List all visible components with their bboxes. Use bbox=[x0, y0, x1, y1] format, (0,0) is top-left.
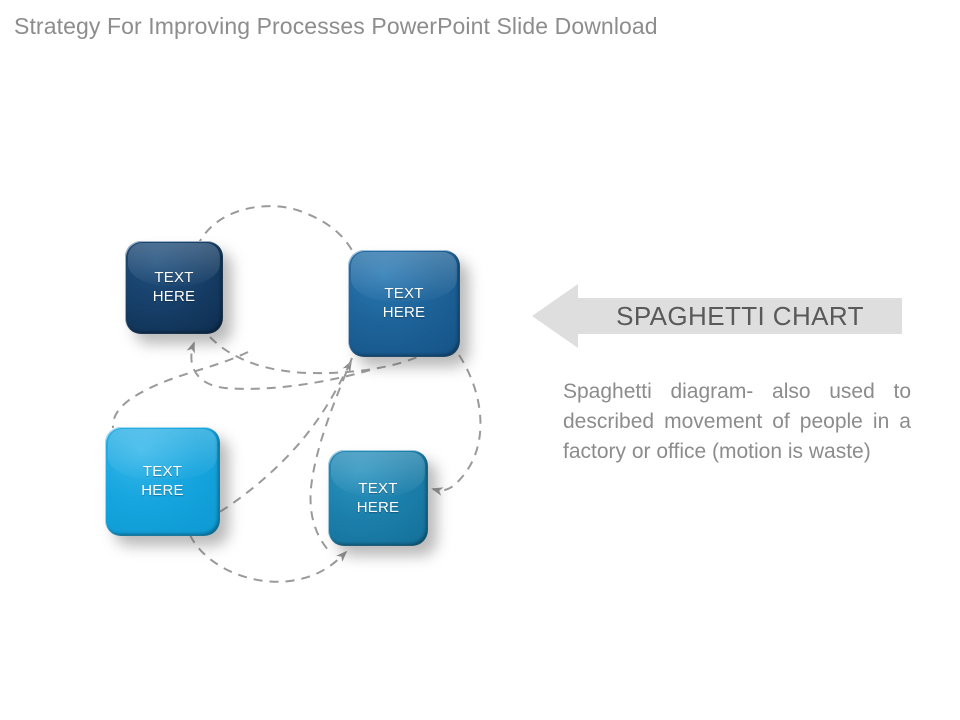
connector-box3-to-box2 bbox=[191, 360, 352, 528]
spaghetti-chart-banner[interactable]: SPAGHETTI CHART bbox=[532, 281, 902, 351]
connector-box3-to-box4-bottom bbox=[189, 534, 348, 583]
connector-vertical-crossing bbox=[309, 357, 353, 553]
banner-label: SPAGHETTI CHART bbox=[616, 300, 864, 331]
spaghetti-connectors bbox=[111, 205, 482, 583]
connector-box2-to-box4 bbox=[431, 354, 482, 496]
connector-mid-to-box3 bbox=[111, 351, 249, 429]
page-title: Strategy For Improving Processes PowerPo… bbox=[14, 13, 658, 39]
connector-box2-to-box1 bbox=[186, 341, 371, 390]
connector-top-arc bbox=[196, 205, 354, 253]
left-arrow-shape bbox=[532, 284, 902, 348]
description-text: Spaghetti diagram- also used to describe… bbox=[563, 380, 911, 463]
